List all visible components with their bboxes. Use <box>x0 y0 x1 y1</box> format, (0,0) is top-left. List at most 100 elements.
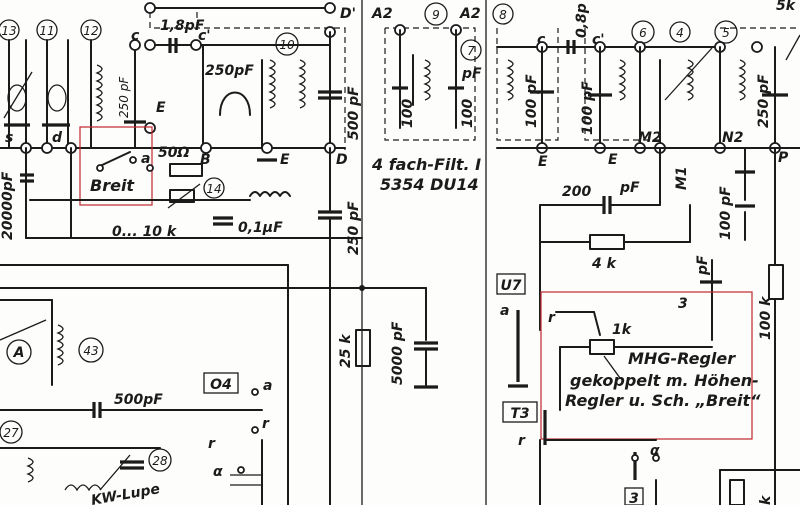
svg-text:14: 14 <box>206 182 221 196</box>
svg-text:100 pF: 100 pF <box>524 74 540 128</box>
svg-text:r: r <box>518 433 526 449</box>
component-id-28: 28 <box>148 448 172 472</box>
component-id-12: 12 <box>80 19 102 41</box>
svg-text:5354 DU14: 5354 DU14 <box>380 175 479 194</box>
svg-text:250 pF: 250 pF <box>346 201 362 255</box>
svg-text:P: P <box>778 150 789 166</box>
svg-text:250 pF: 250 pF <box>117 76 131 118</box>
svg-text:U7: U7 <box>500 278 521 294</box>
svg-text:k: k <box>758 494 774 505</box>
switch-label-t3 <box>502 401 538 423</box>
shield-box-8 <box>496 28 559 141</box>
svg-text:M1: M1 <box>674 166 690 190</box>
svg-text:D': D' <box>340 6 356 22</box>
svg-text:r: r <box>548 310 556 326</box>
resistor-100k <box>768 264 784 300</box>
coil-12 <box>95 64 103 122</box>
ammeter: A <box>6 339 32 365</box>
kw-lupe-coil <box>64 484 102 492</box>
svg-text:100: 100 <box>400 99 416 128</box>
svg-text:7: 7 <box>467 44 475 58</box>
svg-text:3: 3 <box>629 491 639 505</box>
component-id-7: 7 <box>460 39 482 61</box>
svg-text:c: c <box>131 28 140 44</box>
svg-text:c: c <box>537 32 546 48</box>
svg-text:4 fach-Filt. I: 4 fach-Filt. I <box>371 155 481 174</box>
svg-text:43: 43 <box>83 344 98 358</box>
svg-text:13: 13 <box>1 24 16 38</box>
svg-text:r: r <box>208 436 216 452</box>
component-id-13: 13 <box>0 19 20 41</box>
resistor-bottom-right <box>729 479 745 505</box>
svg-text:3: 3 <box>678 296 688 312</box>
svg-text:11: 11 <box>39 24 54 38</box>
svg-text:r: r <box>262 416 270 432</box>
svg-text:200: 200 <box>562 184 591 200</box>
svg-text:A2: A2 <box>371 6 393 22</box>
svg-text:A: A <box>13 345 25 361</box>
svg-text:0... 10 k: 0... 10 k <box>112 224 178 240</box>
svg-text:100 pF: 100 pF <box>580 81 596 135</box>
svg-text:KW-Lupe: KW-Lupe <box>90 481 161 505</box>
svg-text:0,1μF: 0,1μF <box>238 220 283 236</box>
potentiometer-14[interactable] <box>169 189 195 203</box>
svg-text:1k: 1k <box>612 322 633 338</box>
resistor-25k <box>355 329 371 367</box>
component-id-9: 9 <box>424 2 448 26</box>
svg-text:A2: A2 <box>459 6 481 22</box>
svg-text:100 pF: 100 pF <box>718 186 734 240</box>
svg-text:pF: pF <box>461 66 482 82</box>
svg-text:6: 6 <box>639 26 647 40</box>
svg-text:T3: T3 <box>510 406 529 422</box>
svg-text:250pF: 250pF <box>205 63 254 79</box>
svg-text:a: a <box>500 303 509 319</box>
coil-10b <box>298 59 306 109</box>
component-id-5: 5 <box>714 20 738 44</box>
svg-text:MHG-Regler: MHG-Regler <box>628 349 736 368</box>
loop-10 <box>219 91 251 116</box>
component-id-43: 43 <box>78 337 104 363</box>
svg-text:α: α <box>213 464 223 480</box>
svg-text:28: 28 <box>152 454 168 468</box>
coil-4 <box>686 59 694 101</box>
coil-27 <box>26 457 34 483</box>
svg-text:pF: pF <box>619 180 640 196</box>
coil-11 <box>47 84 67 112</box>
svg-text:4 k: 4 k <box>591 256 618 272</box>
svg-text:E: E <box>280 152 290 168</box>
resistor-50ohm <box>169 163 203 177</box>
svg-text:gekoppelt m. Höhen-: gekoppelt m. Höhen- <box>570 371 759 390</box>
coil-8 <box>506 59 514 101</box>
svg-text:5: 5 <box>722 26 730 40</box>
breit-switch-arm[interactable] <box>99 151 131 167</box>
svg-text:27: 27 <box>3 426 19 440</box>
svg-text:100: 100 <box>460 99 476 128</box>
svg-text:25 k: 25 k <box>338 333 354 368</box>
svg-text:1,8pF: 1,8pF <box>160 18 205 34</box>
svg-text:O4: O4 <box>210 377 232 393</box>
svg-text:12: 12 <box>83 24 98 38</box>
switch-label-3 <box>624 487 644 505</box>
svg-text:E: E <box>156 100 166 116</box>
choke-coil <box>249 191 291 197</box>
mhg-potentiometer[interactable] <box>589 339 615 355</box>
resistor-4k <box>589 234 625 250</box>
switch-label-o4 <box>203 372 239 394</box>
svg-text:E: E <box>608 152 618 168</box>
coil-6 <box>618 59 626 101</box>
svg-text:B: B <box>200 152 211 168</box>
shield-box-10 <box>149 12 346 150</box>
svg-text:5k: 5k <box>776 0 797 14</box>
svg-text:E: E <box>538 154 548 170</box>
component-id-11: 11 <box>36 19 58 41</box>
svg-text:250 pF: 250 pF <box>756 74 772 128</box>
svg-text:N2: N2 <box>722 130 743 146</box>
svg-text:100 k: 100 k <box>758 295 774 340</box>
svg-text:D: D <box>336 152 348 168</box>
svg-text:20000pF: 20000pF <box>0 171 16 240</box>
svg-text:d: d <box>52 130 63 146</box>
coil-10a <box>268 59 276 109</box>
shield-box-9 <box>384 27 476 141</box>
svg-text:c': c' <box>198 28 211 44</box>
